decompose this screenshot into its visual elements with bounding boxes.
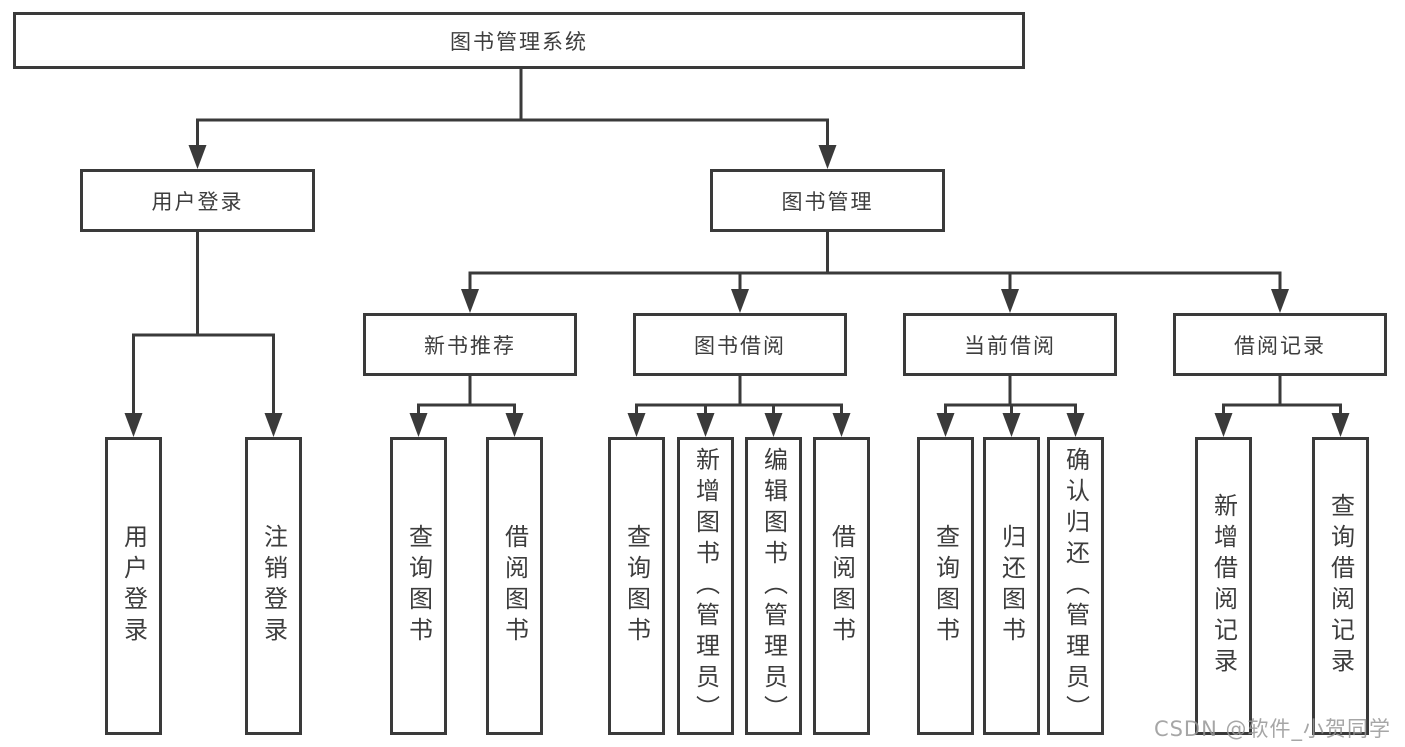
- csdn-watermark: CSDN @软件_小贺同学: [1153, 717, 1391, 741]
- leaf-add-books-admin-label: 新增图书（管理员）: [691, 446, 720, 726]
- leaf-edit-books-admin: 编辑图书（管理员）: [745, 437, 802, 735]
- node-new-book-recommend-label: 新书推荐: [424, 333, 516, 358]
- leaf-borrow-books-label: 借阅图书: [827, 524, 856, 648]
- node-current-borrow: 当前借阅: [903, 313, 1117, 376]
- leaf-borrow-books: 借阅图书: [813, 437, 870, 735]
- node-user-login: 用户登录: [80, 169, 315, 232]
- leaf-user-login-label: 用户登录: [119, 524, 148, 648]
- leaf-query-books-current: 查询图书: [917, 437, 974, 735]
- leaf-borrow-books-recommend: 借阅图书: [486, 437, 543, 735]
- leaf-query-books-borrow-label: 查询图书: [622, 524, 651, 648]
- leaf-query-books-recommend-label: 查询图书: [404, 524, 433, 648]
- leaf-logout-login-label: 注销登录: [259, 524, 288, 648]
- leaf-add-borrow-record: 新增借阅记录: [1195, 437, 1252, 735]
- node-user-login-label: 用户登录: [151, 189, 244, 214]
- leaf-logout-login: 注销登录: [245, 437, 302, 735]
- leaf-query-books-recommend: 查询图书: [390, 437, 447, 735]
- leaf-add-books-admin: 新增图书（管理员）: [677, 437, 734, 735]
- node-library-system-label: 图书管理系统: [450, 29, 588, 54]
- leaf-edit-books-admin-label: 编辑图书（管理员）: [759, 446, 788, 726]
- leaf-return-books: 归还图书: [983, 437, 1040, 735]
- node-book-management-label: 图书管理: [781, 189, 874, 214]
- leaf-query-borrow-record: 查询借阅记录: [1312, 437, 1369, 735]
- leaf-add-borrow-record-label: 新增借阅记录: [1209, 493, 1238, 679]
- leaf-query-books-current-label: 查询图书: [931, 524, 960, 648]
- node-new-book-recommend: 新书推荐: [363, 313, 577, 376]
- leaf-confirm-return-admin: 确认归还（管理员）: [1047, 437, 1104, 735]
- node-library-system: 图书管理系统: [13, 12, 1025, 69]
- node-borrow-records: 借阅记录: [1173, 313, 1387, 376]
- leaf-return-books-label: 归还图书: [997, 524, 1026, 648]
- node-current-borrow-label: 当前借阅: [964, 333, 1056, 358]
- leaf-confirm-return-admin-label: 确认归还（管理员）: [1061, 446, 1090, 726]
- leaf-query-borrow-record-label: 查询借阅记录: [1326, 493, 1355, 679]
- node-borrow-records-label: 借阅记录: [1234, 333, 1326, 358]
- leaf-user-login: 用户登录: [105, 437, 162, 735]
- node-book-borrow-label: 图书借阅: [694, 333, 786, 358]
- leaf-query-books-borrow: 查询图书: [608, 437, 665, 735]
- node-book-management: 图书管理: [710, 169, 945, 232]
- node-book-borrow: 图书借阅: [633, 313, 847, 376]
- leaf-borrow-books-recommend-label: 借阅图书: [500, 524, 529, 648]
